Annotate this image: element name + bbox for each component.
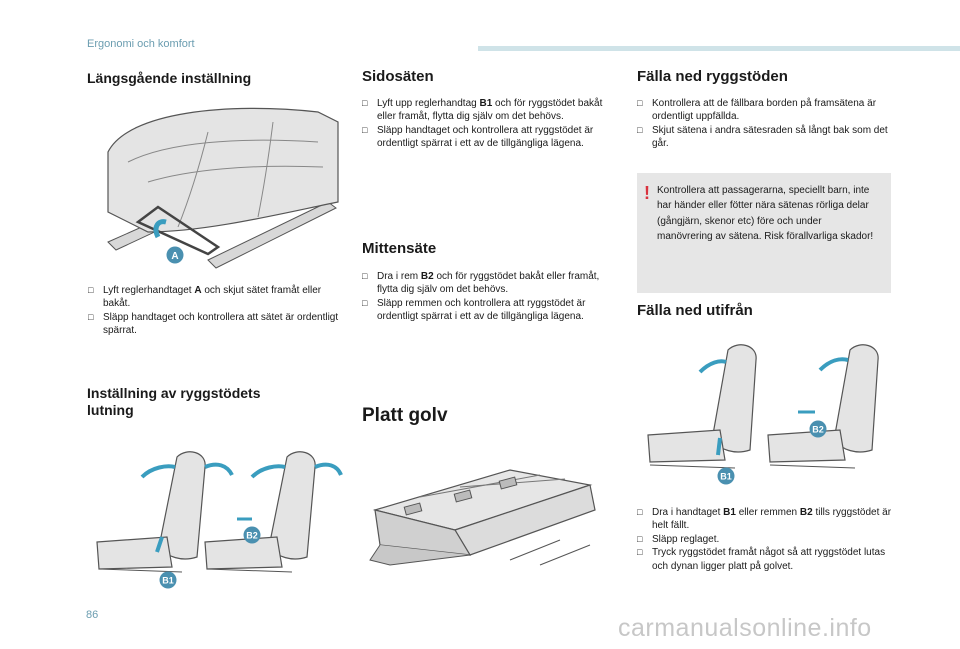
svg-text:B1: B1 (720, 472, 732, 482)
badge-b1-icon: B1 (159, 571, 177, 589)
svg-text:A: A (171, 251, 178, 262)
section-header: Ergonomi och komfort (87, 38, 195, 50)
list-sidosaten: □Lyft upp reglerhandtag B1 och för ryggs… (362, 97, 620, 151)
list-item: □Dra i handtaget B1 eller remmen B2 till… (637, 507, 892, 532)
list-item: □Släpp handtaget och kontrollera att sät… (88, 311, 339, 337)
header-bar (478, 46, 960, 51)
backrest-illustration (96, 451, 343, 573)
flat-floor-illustration (369, 469, 596, 566)
svg-text:B2: B2 (246, 531, 258, 541)
list-item: □Släpp reglaget. (637, 533, 720, 545)
list-item: □Skjut sätena i andra sätesraden så lång… (637, 124, 888, 150)
seat-slide-illustration (88, 92, 346, 270)
badge-b2-icon: B2 (243, 526, 261, 544)
heading-falla-ned-ryggstoden: Fälla ned ryggstöden (637, 68, 788, 85)
list-falla-utifran: □Dra i handtaget B1 eller remmen B2 till… (637, 506, 892, 573)
heading-mittensate: Mittensäte (362, 240, 437, 257)
svg-text:B2: B2 (812, 425, 824, 435)
list-item: □Tryck ryggstödet framåt något så att ry… (637, 547, 886, 572)
watermark: carmanualsonline.info (618, 614, 872, 642)
list-item: □Lyft reglerhandtaget A och skjut sätet … (88, 285, 322, 310)
badge-a-icon: A (166, 246, 184, 264)
list-item: □Lyft upp reglerhandtag B1 och för ryggs… (362, 98, 603, 123)
heading-langsgaende: Längsgående inställning (87, 70, 252, 86)
list-item: □Dra i rem B2 och för ryggstödet bakåt e… (362, 271, 600, 296)
badge-b2-icon: B2 (809, 420, 827, 438)
list-langsgaende: □Lyft reglerhandtaget A och skjut sätet … (88, 284, 340, 338)
warning-text: Kontrollera att passagerarna, speciellt … (657, 185, 874, 243)
heading-falla-ned-utifran: Fälla ned utifrån (637, 302, 753, 319)
warning-icon: ! (644, 183, 650, 203)
list-item: □Släpp handtaget och kontrollera att ryg… (362, 124, 594, 150)
list-item: □Släpp remmen och kontrollera att ryggst… (362, 297, 586, 323)
page-number: 86 (86, 609, 99, 621)
svg-text:B1: B1 (162, 576, 174, 586)
warning-box: ! Kontrollera att passagerarna, speciell… (637, 173, 891, 293)
fold-outside-illustration (647, 344, 879, 469)
heading-platt-golv: Platt golv (362, 405, 448, 426)
list-falla-ned: □Kontrollera att de fällbara borden på f… (637, 97, 892, 151)
heading-sidosaten: Sidosäten (362, 68, 434, 85)
list-item: □Kontrollera att de fällbara borden på f… (637, 98, 877, 123)
list-mittensate: □Dra i rem B2 och för ryggstödet bakåt e… (362, 270, 620, 324)
badge-b1-icon: B1 (717, 467, 735, 485)
